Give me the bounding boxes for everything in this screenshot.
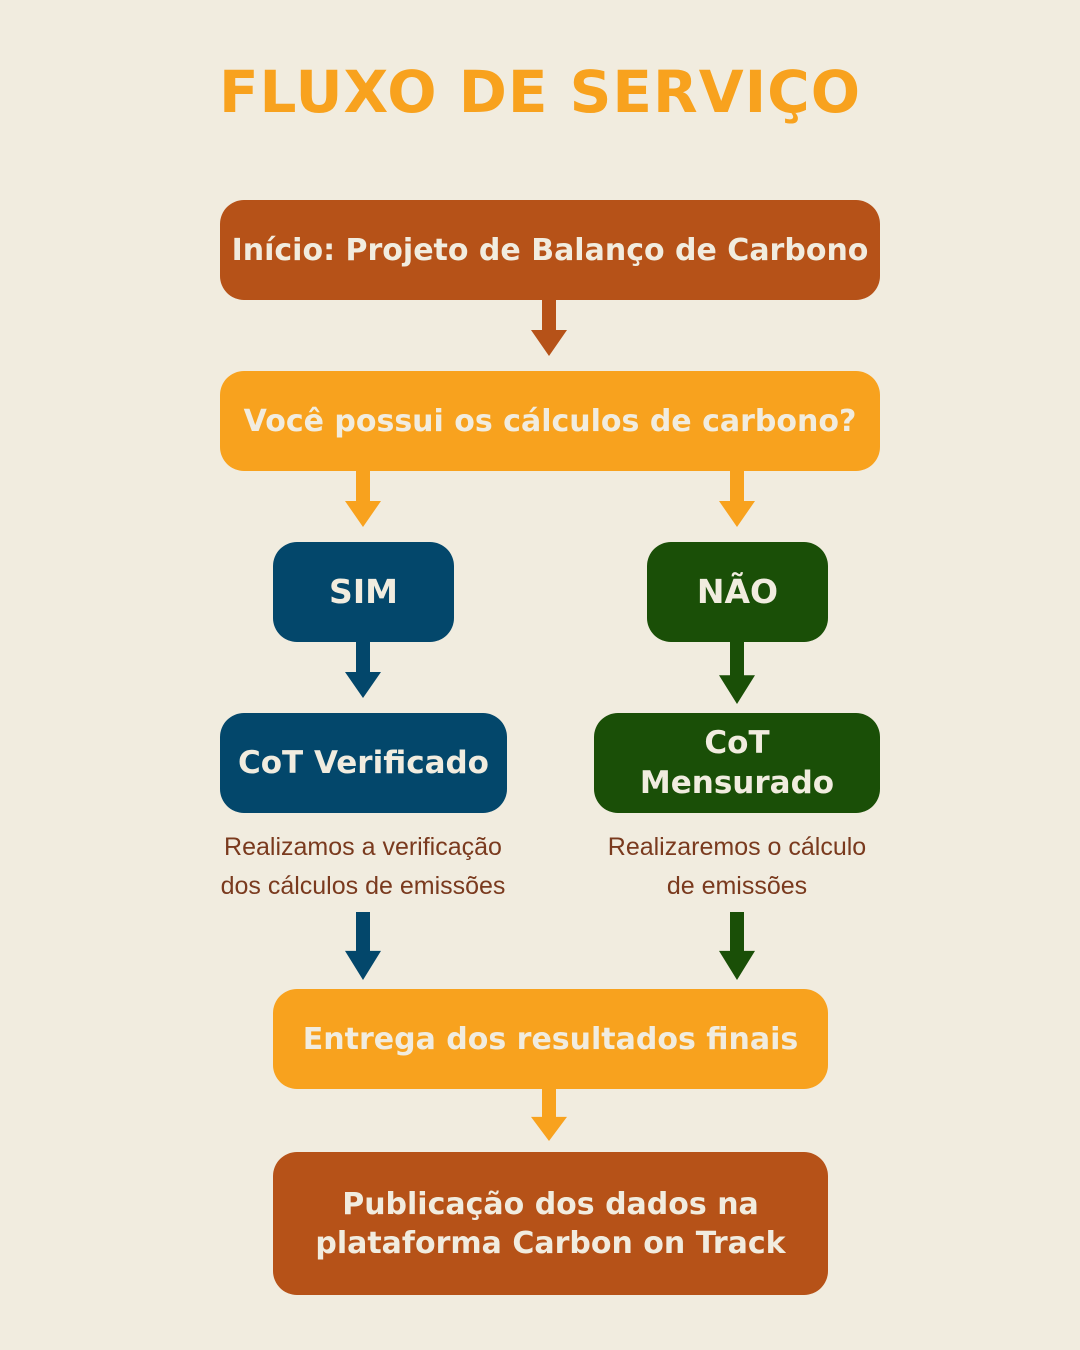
verified-node: CoT Verificado: [220, 713, 507, 813]
measured-description: Realizaremos o cálculo de emissões: [544, 828, 930, 906]
no-node-label: NÃO: [696, 571, 779, 611]
delivery-node-label: Entrega dos resultados finais: [302, 1021, 799, 1057]
measured-description-line: Realizaremos o cálculo: [607, 833, 867, 861]
publish-node-label: Publicação dos dados na: [342, 1186, 759, 1222]
yes-node: SIM: [273, 542, 454, 642]
arrow-down-icon: [531, 1089, 567, 1141]
start-node-label: Início: Projeto de Balanço de Carbono: [231, 232, 869, 268]
question-node: Você possui os cálculos de carbono?: [220, 371, 880, 471]
arrow-down-icon: [719, 642, 755, 704]
measured-node: CoT Mensurado: [594, 713, 880, 813]
publish-node-label: plataforma Carbon on Track: [315, 1225, 786, 1261]
arrow-down-icon: [719, 912, 755, 980]
page-title: FLUXO DE SERVIÇO: [218, 58, 862, 126]
arrow-down-icon: [345, 471, 381, 527]
verified-node-label: CoT Verificado: [238, 744, 489, 781]
yes-node-label: SIM: [329, 571, 398, 611]
question-node-label: Você possui os cálculos de carbono?: [243, 403, 857, 439]
publish-node: Publicação dos dados na plataforma Carbo…: [273, 1152, 828, 1295]
arrow-down-icon: [719, 471, 755, 527]
verified-description: Realizamos a verificação dos cálculos de…: [170, 828, 556, 906]
start-node: Início: Projeto de Balanço de Carbono: [220, 200, 880, 300]
arrow-down-icon: [345, 912, 381, 980]
arrow-down-icon: [345, 642, 381, 698]
delivery-node: Entrega dos resultados finais: [273, 989, 828, 1089]
measured-node-label: CoT Mensurado: [639, 724, 835, 801]
no-node: NÃO: [647, 542, 828, 642]
arrow-down-icon: [531, 300, 567, 356]
verified-description-line: Realizamos a verificação: [224, 833, 502, 861]
measured-description-line: de emissões: [666, 872, 808, 900]
verified-description-line: dos cálculos de emissões: [220, 872, 506, 900]
